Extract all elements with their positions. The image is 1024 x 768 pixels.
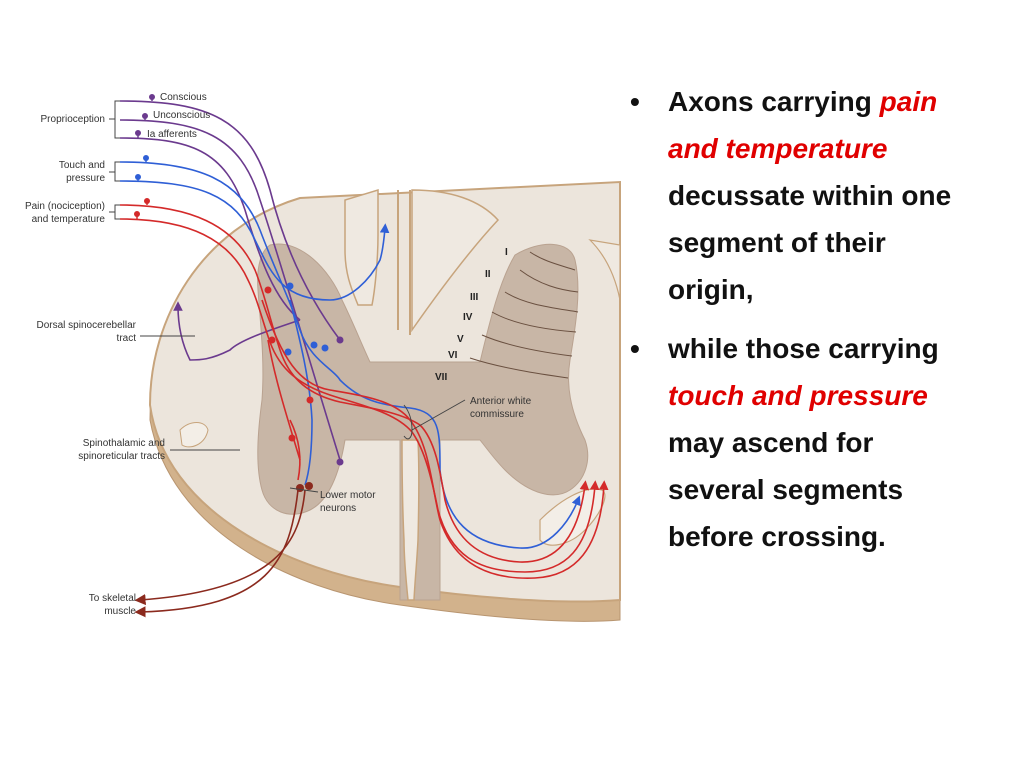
proprioception-fibers — [119, 100, 341, 461]
conscious-label: Conscious — [160, 92, 207, 103]
bullet-text: while those carrying touch and pressure … — [668, 325, 968, 560]
lamina-label: III — [470, 292, 479, 303]
lower-motor-neurons-label-line1: Lower motor — [320, 490, 376, 501]
bullet-text-part: Axons carrying — [668, 86, 880, 117]
gray-matter — [257, 243, 589, 601]
lamina-label: VII — [435, 372, 447, 383]
motor-fibers — [134, 489, 306, 618]
bullet-highlight: pain and temperature — [668, 86, 938, 164]
dorsal-spinocerebellar-label-line2: tract — [117, 333, 137, 344]
pain-receptors — [134, 198, 314, 442]
dorsal-spinocerebellar-label-line1: Dorsal spinocerebellar — [37, 320, 137, 331]
anterior-white-commissure-label-line1: Anterior white — [470, 396, 532, 407]
anterior-white-commissure-label-line2: commissure — [470, 409, 524, 420]
lamina-label: I — [505, 247, 508, 258]
pain-fibers — [119, 204, 609, 579]
bullet-text-part: decussate within one segment of their or… — [668, 180, 952, 305]
lamina-label: VI — [448, 350, 458, 361]
laminae-labels: I II III IV V VI VII — [435, 247, 508, 383]
bullet-list: • Axons carrying pain and temperature de… — [630, 78, 1010, 572]
bullet-marker: • — [630, 86, 640, 117]
bullet-text-part: may ascend for several segments before c… — [668, 427, 904, 552]
lower-motor-neurons-label-line2: neurons — [320, 503, 356, 514]
touch-receptors — [135, 155, 329, 356]
lamina-label: II — [485, 269, 491, 280]
dorsal-septum — [397, 190, 411, 335]
proprioception-label: Proprioception — [41, 114, 105, 125]
anterior-median-fissure — [401, 439, 420, 601]
skeletal-muscle-label-line1: To skeletal — [89, 593, 136, 604]
touch-label-line1: Touch and — [59, 160, 105, 171]
leader-lines — [140, 335, 466, 493]
input-brackets — [109, 100, 120, 220]
pain-label-line2: and temperature — [32, 214, 106, 225]
left-white-slit — [179, 422, 209, 448]
bullet-item: • Axons carrying pain and temperature de… — [630, 78, 1010, 313]
touch-label-line2: pressure — [66, 173, 105, 184]
spinal-cord-diagram: I II III IV V VI VII — [25, 92, 621, 622]
spinothalamic-label-line2: spinoreticular tracts — [78, 451, 165, 462]
laminae-lines — [469, 251, 579, 379]
proprioception-receptors — [135, 94, 344, 466]
skeletal-muscle-label-line2: muscle — [104, 606, 136, 617]
dorsal-column-right — [411, 189, 500, 333]
ia-afferents-label: Ia afferents — [147, 129, 197, 140]
bullet-marker: • — [630, 333, 640, 364]
pain-label-line1: Pain (nociception) — [25, 201, 105, 212]
far-right-column — [588, 239, 621, 301]
lamina-label: V — [457, 334, 464, 345]
bullet-text: Axons carrying pain and temperature decu… — [668, 78, 968, 313]
bullet-text-part: while those carrying — [668, 333, 939, 364]
lamina-label: IV — [463, 312, 473, 323]
spinothalamic-label-line1: Spinothalamic and — [83, 438, 165, 449]
touch-fibers — [119, 161, 581, 549]
unconscious-label: Unconscious — [153, 110, 210, 121]
bullet-item: • while those carrying touch and pressur… — [630, 325, 1010, 560]
diagram-labels: Conscious Unconscious Ia afferents Propr… — [25, 92, 532, 617]
bullet-highlight: touch and pressure — [668, 380, 928, 411]
